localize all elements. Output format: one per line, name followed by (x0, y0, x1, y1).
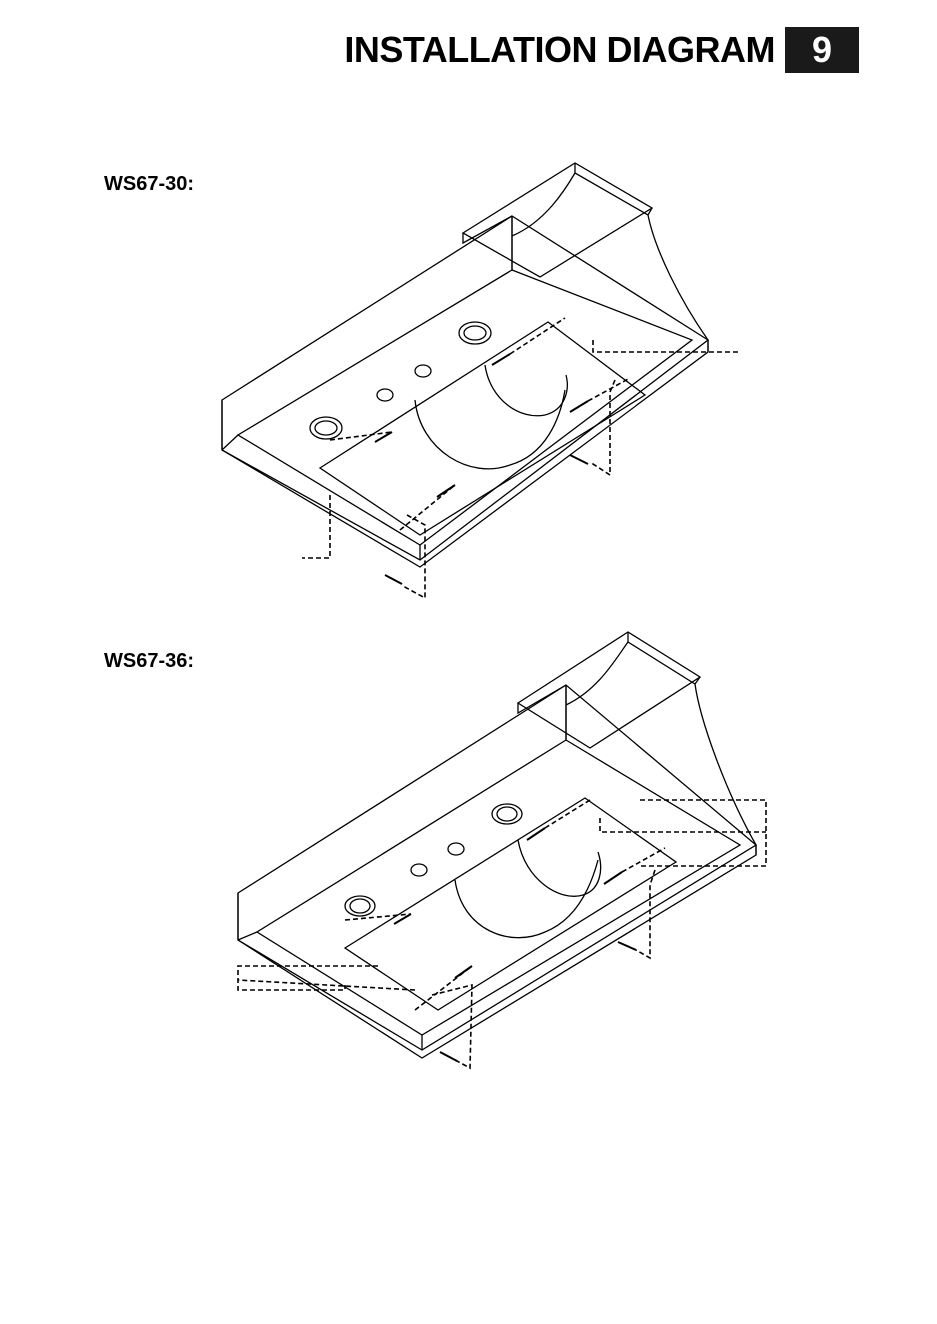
ws67-36-vanity-top-drawing (0, 620, 937, 1080)
page-title: INSTALLATION DIAGRAM (344, 29, 775, 71)
faucet-holes (345, 804, 522, 916)
backsplash (463, 163, 708, 352)
countertop-slab (222, 216, 708, 567)
page-number-badge: 9 (785, 27, 859, 73)
faucet-holes (310, 322, 491, 439)
ws67-36-diagram (0, 620, 937, 1080)
sink-outline (320, 322, 645, 535)
sink-outline (345, 798, 676, 1010)
ws67-30-vanity-top-drawing (0, 150, 937, 610)
countertop-slab (238, 685, 756, 1058)
backsplash (518, 632, 756, 855)
alignment-guides (238, 800, 766, 1068)
ws67-30-diagram (0, 150, 937, 610)
alignment-guides (302, 318, 740, 598)
page-header: INSTALLATION DIAGRAM 9 (344, 26, 859, 74)
mounting-screws (394, 828, 636, 1061)
